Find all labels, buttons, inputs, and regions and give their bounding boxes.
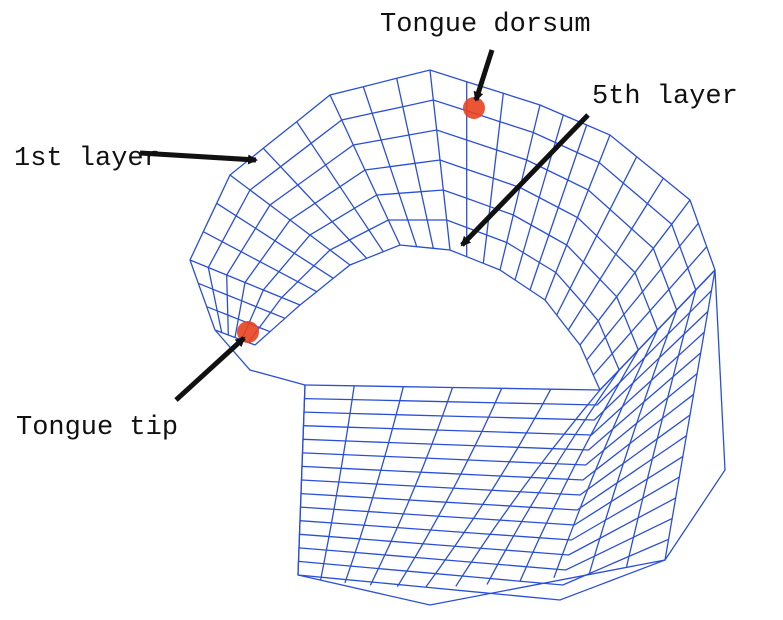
mesh-outline <box>215 330 305 385</box>
mesh-radial-line <box>230 175 350 265</box>
fifth-layer-label: 5th layer <box>592 82 738 112</box>
mesh-layer-line <box>227 130 677 335</box>
mesh-neck-vertical <box>627 290 696 567</box>
tongue-tip-label: Tongue tip <box>16 413 178 443</box>
mesh-neck-ring <box>305 270 715 390</box>
tongue-mesh <box>190 70 725 605</box>
mesh-radial-line <box>587 223 699 360</box>
mesh-neck-ring <box>304 332 705 435</box>
mesh-radial-line <box>515 115 563 280</box>
mesh-radial-line <box>430 70 450 250</box>
first-layer-label: 1st layer <box>14 144 160 174</box>
mesh-outline <box>298 270 725 605</box>
mesh-neck-ring <box>300 498 676 555</box>
mesh-radial-line <box>330 95 400 245</box>
mesh-neck-ring <box>300 477 679 540</box>
mesh-neck-ring <box>302 394 694 480</box>
mesh-neck-ring <box>299 539 669 585</box>
mesh-layer-line <box>255 245 600 390</box>
mesh-radial-line <box>580 200 690 345</box>
mesh-neck-vertical <box>554 330 658 578</box>
tongue-dorsum-marker <box>463 97 485 119</box>
tongue-dorsum-label: Tongue dorsum <box>380 10 591 40</box>
mesh-neck-ring <box>304 311 708 420</box>
mesh-radial-line <box>217 203 334 278</box>
tongue-dorsum-arrow <box>476 50 492 100</box>
mesh-radial-line <box>203 232 316 292</box>
tongue-tip-arrow <box>176 338 244 400</box>
mesh-radial-line <box>297 122 384 252</box>
mesh-radial-line <box>198 283 285 318</box>
